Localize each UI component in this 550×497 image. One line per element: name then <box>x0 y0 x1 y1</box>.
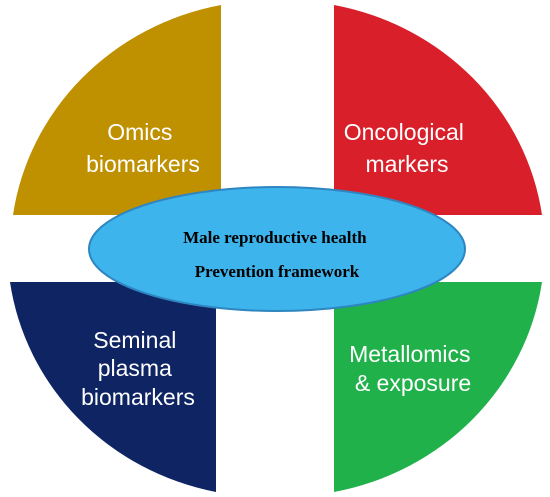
quadrant-metallomics-exposure-line-2: & exposure <box>355 370 471 396</box>
quadrant-metallomics-exposure-line-1: Metallomics <box>349 341 470 367</box>
quadrant-omics-biomarkers-line-1: Omics <box>107 119 172 145</box>
quadrant-omics-biomarkers: Omics biomarkers <box>13 5 221 215</box>
quadrant-metallomics-exposure-shape <box>334 282 542 492</box>
center-label-line-1: Male reproductive health <box>183 228 367 247</box>
quadrant-oncological-markers-shape <box>334 5 542 215</box>
quadrant-metallomics-exposure-label: Metallomics & exposure <box>349 341 477 396</box>
quadrant-seminal-plasma-biomarkers-line-3: biomarkers <box>81 384 195 410</box>
center-label: Male reproductive health Prevention fram… <box>183 228 371 281</box>
quadrant-omics-biomarkers-line-2: biomarkers <box>86 151 200 177</box>
center-ellipse-group: Male reproductive health Prevention fram… <box>88 186 466 312</box>
quadrant-omics-biomarkers-shape <box>13 5 221 215</box>
quadrant-oncological-markers-label: Oncological markers <box>344 119 471 177</box>
quadrant-oncological-markers-line-1: Oncological <box>344 119 464 145</box>
quadrant-omics-biomarkers-label: Omics biomarkers <box>86 119 200 177</box>
quadrant-metallomics-exposure: Metallomics & exposure <box>334 282 542 492</box>
quadrant-oncological-markers-line-2: markers <box>365 151 448 177</box>
quadrant-seminal-plasma-biomarkers-shape <box>10 282 216 492</box>
center-ellipse <box>88 186 466 312</box>
quadrant-seminal-plasma-biomarkers-line-2: plasma <box>98 355 172 381</box>
quadrant-oncological-markers: Oncological markers <box>334 5 542 215</box>
center-label-line-2: Prevention framework <box>195 262 360 281</box>
quadrant-seminal-plasma-biomarkers-line-1: Seminal <box>93 327 176 353</box>
quadrant-seminal-plasma-biomarkers: Seminal plasma biomarkers <box>10 282 216 492</box>
quadrant-seminal-plasma-biomarkers-label: Seminal plasma biomarkers <box>81 327 195 410</box>
